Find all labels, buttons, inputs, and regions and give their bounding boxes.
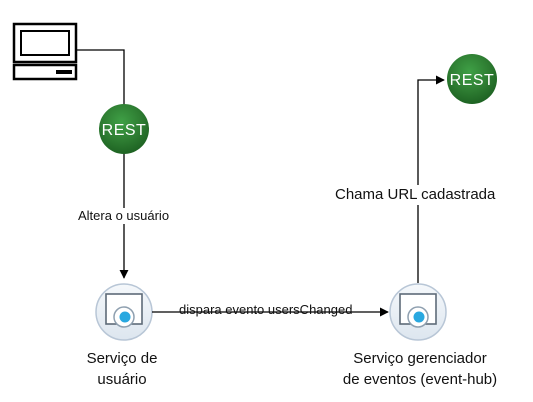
user-service-label-line2: usuário [97, 371, 147, 388]
user-service-label-line1: Serviço de [86, 350, 158, 367]
rest-badge-right-label: REST [450, 72, 495, 89]
event-hub-label-line1: Serviço gerenciador [353, 350, 487, 367]
edge-label-chama-url: Chama URL cadastrada [333, 185, 498, 205]
event-hub-label-line2: de eventos (event-hub) [342, 371, 498, 388]
rest-badge-left-label: REST [102, 122, 147, 139]
edge-label-dispara-evento: dispara evento usersChanged [179, 302, 353, 317]
user-service-icon [95, 283, 153, 341]
rest-badge-left: REST [99, 104, 149, 154]
rest-badge-right: REST [447, 54, 497, 104]
user-service-label: Serviço de usuário [62, 348, 182, 390]
edge-label-altera-usuario: Altera o usuário [78, 208, 170, 224]
connector-event-hub-to-rest [417, 75, 445, 283]
computer-icon [12, 22, 78, 81]
connector-client-to-user-service [76, 49, 129, 279]
event-hub-icon [389, 283, 447, 341]
event-hub-label: Serviço gerenciador de eventos (event-hu… [325, 348, 515, 390]
